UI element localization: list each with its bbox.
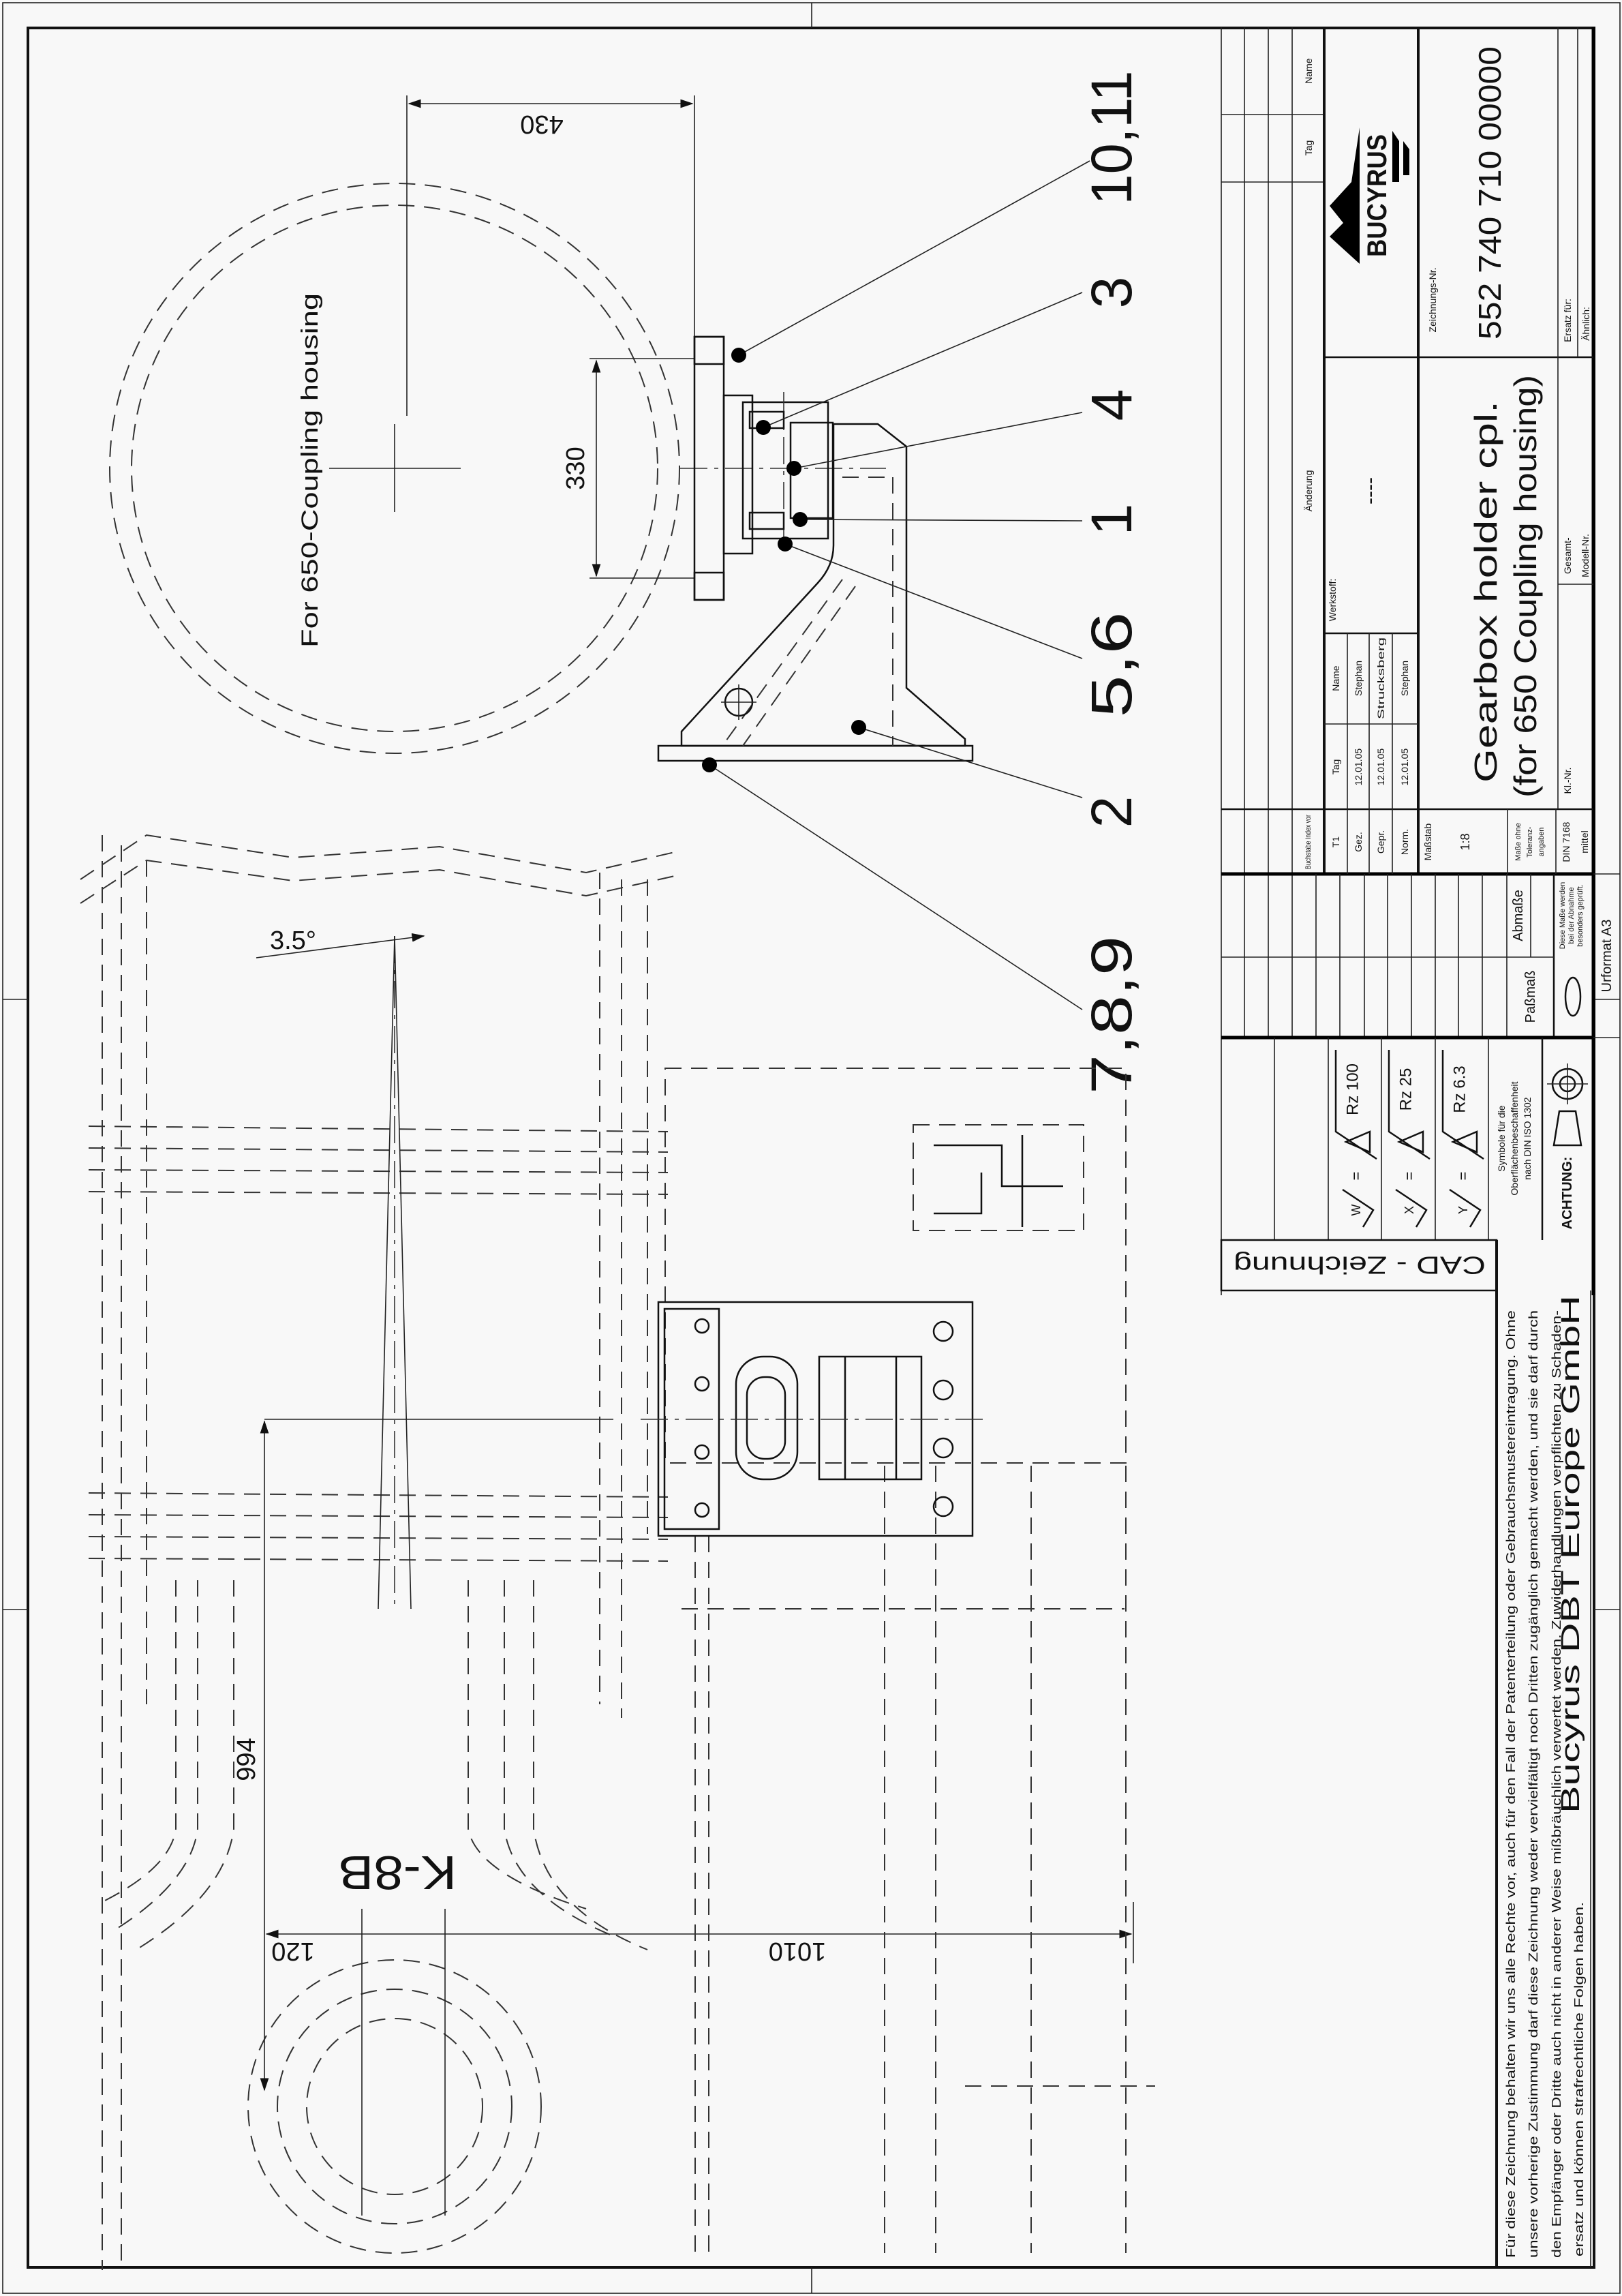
- svg-text:W: W: [1349, 1205, 1363, 1216]
- material-label: Werkstoff:: [1327, 579, 1338, 622]
- callout-4: 4: [786, 389, 1144, 476]
- tolerance-class: mittel: [1579, 830, 1590, 853]
- surface-finish-table: W = Rz 100 X = Rz 25 Y = Rz 6.3 Symbole …: [1274, 1038, 1588, 1240]
- tolerance-std: DIN 7168: [1561, 821, 1572, 862]
- callout-7-8-9: 7,8,9: [702, 757, 1144, 1094]
- svg-text:Strucksberg: Strucksberg: [1375, 637, 1386, 719]
- svg-text:Y: Y: [1456, 1206, 1470, 1214]
- svg-text:Stephan: Stephan: [1353, 661, 1364, 696]
- svg-text:Rz 6.3: Rz 6.3: [1451, 1066, 1469, 1113]
- scale-label: Maßstab: [1422, 824, 1433, 861]
- svg-text:3: 3: [1080, 277, 1144, 309]
- revision-change-header: Änderung: [1303, 470, 1314, 512]
- inspection-symbol: [1564, 976, 1582, 1017]
- svg-text:12.01.05: 12.01.05: [1375, 749, 1386, 786]
- revision-index-header: Buchstabe Index vor: [1304, 815, 1313, 869]
- base-plate: [657, 744, 974, 762]
- svg-text:2: 2: [1080, 796, 1144, 828]
- drawing-no-label: Zeichnungs-Nr.: [1427, 268, 1438, 333]
- svg-text:Maße ohne: Maße ohne: [1514, 823, 1522, 861]
- svg-text:T1: T1: [1330, 836, 1341, 848]
- scale-value: 1:8: [1458, 833, 1472, 850]
- approvals-table: T1 Tag Name Gez. 12.01.05 Stephan Gepr. …: [1330, 637, 1410, 855]
- svg-text:Norm.: Norm.: [1399, 829, 1410, 855]
- bracket: [680, 423, 966, 747]
- svg-text:=: =: [1348, 1172, 1365, 1181]
- svg-text:BUCYRUS: BUCYRUS: [1362, 134, 1392, 257]
- callout-5-6: 5,6: [778, 537, 1144, 718]
- svg-text:X: X: [1403, 1206, 1416, 1214]
- material-value: ----: [1359, 477, 1381, 504]
- svg-text:12.01.05: 12.01.05: [1353, 749, 1364, 786]
- projection-symbol-icon: [1547, 1063, 1588, 1147]
- svg-text:10,11: 10,11: [1080, 71, 1144, 205]
- svg-text:=: =: [1455, 1172, 1472, 1181]
- svg-text:Rz 100: Rz 100: [1344, 1063, 1362, 1115]
- svg-text:Symbole für die: Symbole für die: [1496, 1105, 1507, 1171]
- fit-label: Paßmaß: [1523, 971, 1538, 1023]
- svg-text:Gez.: Gez.: [1353, 832, 1364, 852]
- similar-label: Ähnlich:: [1580, 307, 1591, 341]
- svg-text:12.01.05: 12.01.05: [1399, 749, 1410, 786]
- clip-part: [913, 1124, 1084, 1231]
- revision-tag-header: Tag: [1303, 140, 1314, 156]
- svg-text:den Empfänger oder Dritte auch: den Empfänger oder Dritte auch nicht in …: [1550, 1310, 1563, 2258]
- svg-text:Diese Maße werden: Diese Maße werden: [1559, 882, 1567, 949]
- svg-text:Tag: Tag: [1330, 759, 1341, 775]
- svg-text:Oberflächenbeschaffenheit: Oberflächenbeschaffenheit: [1509, 1081, 1520, 1195]
- svg-text:bei der Abnahme: bei der Abnahme: [1567, 887, 1576, 943]
- svg-text:7,8,9: 7,8,9: [1080, 936, 1144, 1094]
- svg-text:nach DIN ISO 1302: nach DIN ISO 1302: [1522, 1097, 1533, 1180]
- revision-name-header: Name: [1303, 58, 1314, 84]
- callout-10-11: 10,11: [731, 71, 1144, 363]
- svg-text:unsere vorherige Zustimmung da: unsere vorherige Zustimmung darf diese Z…: [1527, 1310, 1540, 2258]
- drawing-number: 552 740 710 00000: [1472, 46, 1508, 339]
- callout-1: 1: [793, 504, 1144, 536]
- svg-text:Gepr.: Gepr.: [1375, 830, 1386, 854]
- svg-text:Modell-Nr.: Modell-Nr.: [1580, 534, 1591, 577]
- dimension-994: 994: [232, 1738, 261, 1781]
- deviation-label: Abmaße: [1511, 890, 1526, 941]
- copyright-notice: Für diese Zeichnung behalten wir uns all…: [1495, 1240, 1591, 2267]
- chain-label: K-8B: [338, 1846, 457, 1899]
- svg-text:Toleranz-: Toleranz-: [1526, 826, 1534, 858]
- svg-text:Stephan: Stephan: [1399, 661, 1410, 696]
- dimension-330: 330: [562, 447, 590, 489]
- svg-text:angaben: angaben: [1537, 828, 1546, 857]
- title-line-2: (for 650 Coupling housing): [1508, 375, 1543, 798]
- svg-text:ersatz und können strafrechtli: ersatz und können strafrechtliche Folgen…: [1572, 1902, 1586, 2256]
- dimension-1010: 1010: [769, 1937, 827, 1965]
- dimension-120: 120: [271, 1937, 314, 1965]
- cad-label: CAD - Zeichnung: [1234, 1252, 1486, 1280]
- svg-text:besonders geprüft.: besonders geprüft.: [1576, 884, 1585, 947]
- bucyrus-logo: BUCYRUS: [1330, 127, 1409, 264]
- paper-format: Urformat A3: [1600, 920, 1615, 993]
- class-no-label: Kl.-Nr.: [1562, 768, 1573, 794]
- company-name: Bucyrus DBT Europe GmbH: [1557, 1295, 1585, 1813]
- plan-view: 3.5° 994 1010 120 K-8B: [80, 834, 1155, 2270]
- coupling-note: For 650-Coupling housing: [297, 293, 323, 648]
- title-block: Tag Name Änderung Buchstabe Index vor We…: [1220, 27, 1620, 2267]
- replaces-label: Ersatz für:: [1562, 299, 1573, 342]
- svg-text:Für diese Zeichnung behalten w: Für diese Zeichnung behalten wir uns all…: [1504, 1310, 1518, 2258]
- title-line-1: Gearbox holder cpl.: [1468, 401, 1503, 783]
- callout-3: 3: [756, 277, 1144, 435]
- svg-text:Name: Name: [1330, 665, 1341, 691]
- svg-text:5,6: 5,6: [1080, 612, 1144, 718]
- warning-label: ACHTUNG:: [1560, 1157, 1575, 1230]
- dimension-430: 430: [520, 110, 563, 138]
- svg-text:Gesamt-: Gesamt-: [1562, 537, 1573, 574]
- coupling-housing-outline: [109, 183, 680, 754]
- svg-text:Rz 25: Rz 25: [1397, 1068, 1416, 1111]
- angle-dimension: 3.5°: [270, 926, 316, 955]
- side-view: For 650-Coupling housing 430 330: [109, 71, 1144, 1094]
- callout-2: 2: [851, 720, 1144, 828]
- svg-text:=: =: [1401, 1172, 1418, 1181]
- svg-text:1: 1: [1080, 504, 1144, 536]
- svg-text:4: 4: [1080, 389, 1144, 421]
